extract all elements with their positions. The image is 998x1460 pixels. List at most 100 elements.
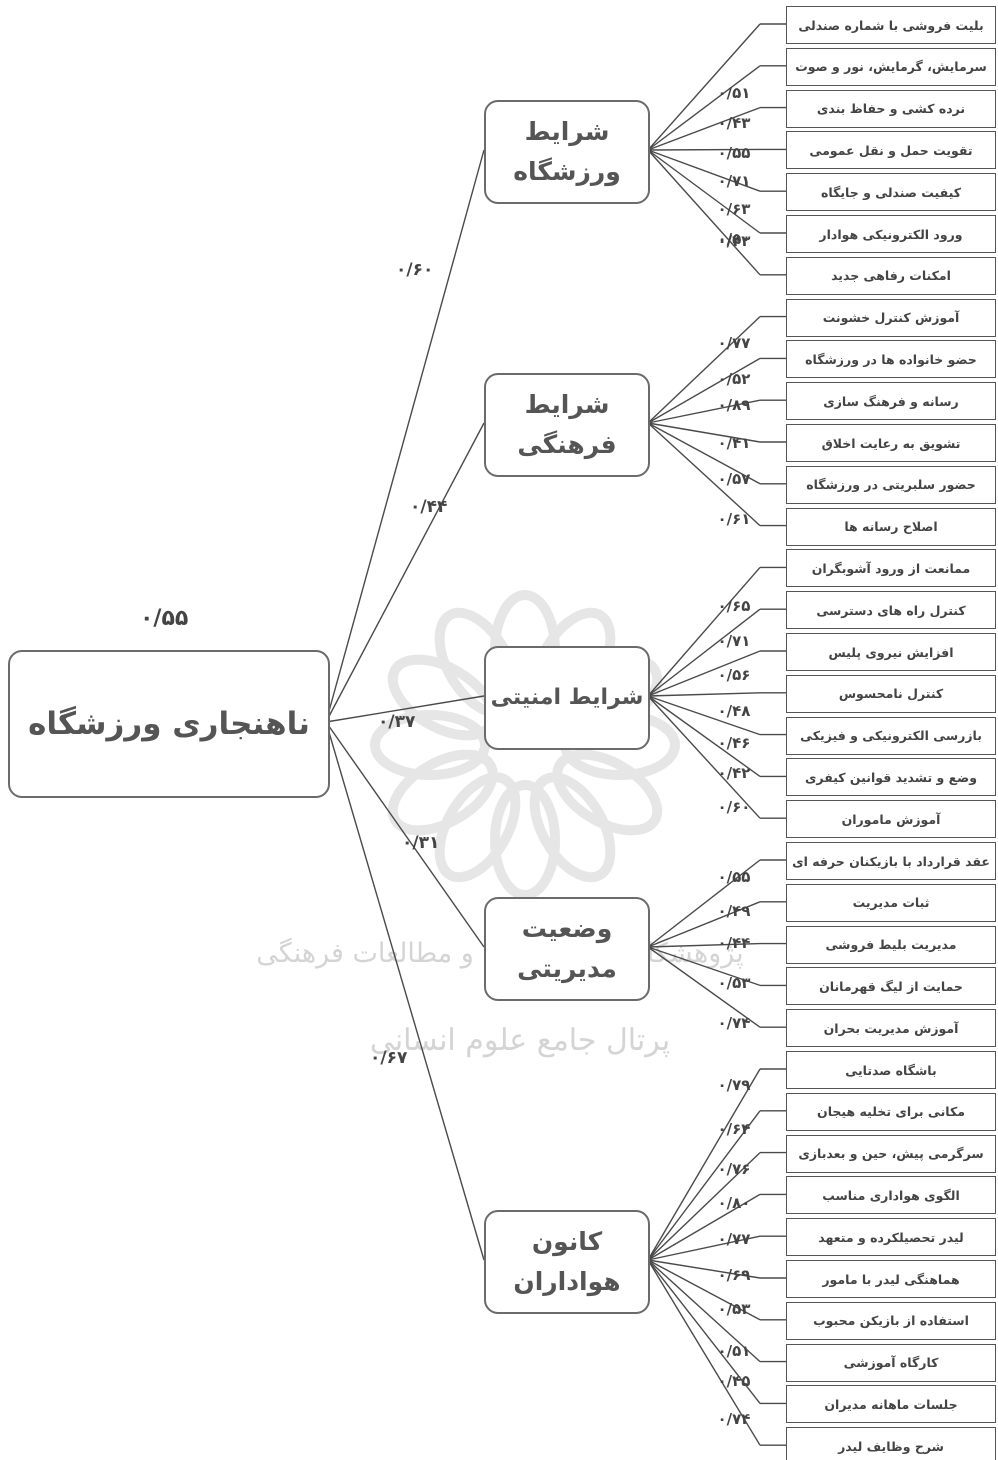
leaf-value: ۰/۵۶	[717, 666, 751, 684]
leaf-node: حمایت از لیگ قهرمانان	[786, 967, 996, 1006]
leaf-value: ۰/۸۰	[717, 1194, 751, 1212]
leaf-connector	[647, 1152, 761, 1261]
leaf-connector	[647, 65, 761, 151]
leaf-connector	[647, 1259, 761, 1404]
leaf-value: ۰/۴۳	[717, 232, 751, 250]
leaf-node: مکانی برای تخلیه هیجان	[786, 1092, 996, 1131]
leaf-connector	[647, 422, 761, 527]
leaf-value: ۰/۷۶	[717, 1160, 751, 1178]
leaf-connector	[647, 399, 761, 424]
leaf-node: کارگاه آموزشی	[786, 1343, 996, 1382]
leaf-value: ۰/۵۳	[717, 1300, 751, 1318]
root-value: ۰/۵۵	[140, 606, 189, 631]
leaf-value: ۰/۴۲	[717, 764, 751, 782]
category-value-security: ۰/۳۷	[378, 712, 416, 732]
leaf-node: بلیت فروشی با شماره صندلی	[786, 6, 996, 44]
root-connector	[325, 721, 485, 1261]
leaf-value: ۰/۵۵	[717, 868, 751, 886]
leaf-value: ۰/۷۴	[717, 1014, 751, 1032]
leaf-node: ورود الکترونیکی هوادار	[786, 215, 996, 253]
leaf-connector	[647, 695, 761, 736]
leaf-value: ۰/۴۳	[717, 114, 751, 132]
root-connector	[325, 695, 485, 723]
leaf-value: ۰/۶۴	[717, 1120, 751, 1138]
leaf-node: شرح وظایف لیدر	[786, 1427, 996, 1460]
leaf-connector	[647, 1259, 761, 1363]
leaf-node: کیفیت صندلی و جایگاه	[786, 173, 996, 212]
leaf-value: ۰/۴۱	[717, 434, 751, 452]
leaf-value: ۰/۸۹	[717, 396, 751, 414]
leaf-connector	[647, 650, 761, 697]
leaf-node: استفاده از بازیکن محبوب	[786, 1301, 996, 1340]
leaf-node: الگوی هواداری مناسب	[786, 1176, 996, 1215]
leaf-connector	[647, 149, 761, 234]
leaf-value: ۰/۶۱	[717, 510, 751, 528]
leaf-node: اصلاح رسانه ها	[786, 507, 996, 546]
leaf-node: مدیریت بلیط فروشی	[786, 925, 996, 964]
leaf-connector	[647, 608, 761, 697]
leaf-node: سرمایش، گرمایش، نور و صوت	[786, 47, 996, 86]
leaf-node: سرگرمی پیش، حین و بعدبازی	[786, 1134, 996, 1173]
leaf-connector	[647, 1259, 761, 1279]
category-node-cultural: شرایط فرهنگی	[484, 373, 650, 477]
leaf-connector	[647, 149, 761, 192]
leaf-value: ۰/۵۵	[717, 144, 751, 162]
leaf-connector	[647, 1259, 761, 1321]
leaf-connector	[647, 1110, 761, 1261]
leaf-node: ثبات مدیریت	[786, 883, 996, 922]
leaf-connector	[647, 1259, 761, 1446]
leaf-connector	[647, 422, 761, 485]
leaf-connector	[647, 1193, 761, 1261]
leaf-connector	[647, 901, 761, 948]
leaf-value: ۰/۷۱	[717, 632, 751, 650]
leaf-connector	[647, 946, 761, 987]
leaf-node: باشگاه صدتایی	[786, 1051, 996, 1089]
leaf-node: آموزش کنترل خشونت	[786, 298, 996, 337]
leaf-connector	[647, 566, 761, 697]
leaf-value: ۰/۴۵	[717, 1372, 751, 1390]
leaf-node: تشویق به رعایت اخلاق	[786, 424, 996, 462]
root-node: ناهنجاری ورزشگاه	[8, 650, 330, 798]
leaf-value: ۰/۵۱	[717, 1342, 751, 1360]
leaf-connector	[647, 695, 761, 819]
root-connector	[325, 149, 485, 723]
leaf-value: ۰/۶۰	[717, 798, 751, 816]
leaf-node: جلسات ماهانه مدیران	[786, 1385, 996, 1424]
leaf-node: امکنات رفاهی جدید	[786, 256, 996, 295]
category-value-fans: ۰/۶۷	[370, 1048, 408, 1068]
leaf-connector	[647, 23, 761, 151]
leaf-node: وضع و تشدید قوانین کیفری	[786, 758, 996, 797]
leaf-connector	[647, 148, 761, 151]
leaf-connector	[647, 1068, 761, 1261]
leaf-value: ۰/۷۱	[717, 172, 751, 190]
leaf-value: ۰/۶۵	[717, 597, 751, 615]
category-node-fans: کانون هواداران	[484, 1210, 650, 1314]
leaf-value: ۰/۵۷	[717, 470, 751, 488]
leaf-connector	[647, 357, 761, 424]
leaf-connector	[647, 316, 761, 424]
category-value-stadium: ۰/۶۰	[396, 260, 434, 280]
category-value-management: ۰/۳۱	[402, 833, 440, 853]
leaf-value: ۰/۵۱	[717, 84, 751, 102]
leaf-node: عقد قرارداد با بازیکنان حرفه ای	[786, 842, 996, 880]
leaf-connector	[647, 149, 761, 276]
leaf-value: ۰/۷۴	[717, 1410, 751, 1428]
leaf-node: حضو خانواده ها در ورزشگاه	[786, 340, 996, 379]
leaf-connector	[647, 106, 761, 151]
leaf-node: آموزش ماموران	[786, 800, 996, 839]
leaf-connector	[647, 692, 761, 697]
category-node-stadium: شرایط ورزشگاه	[484, 100, 650, 204]
leaf-value: ۰/۵۲	[717, 370, 751, 388]
category-value-cultural: ۰/۴۴	[410, 497, 448, 517]
leaf-value: ۰/۷۷	[717, 334, 751, 352]
leaf-connector	[647, 942, 761, 948]
leaf-value: ۰/۷۹	[717, 1076, 751, 1094]
leaf-connector	[647, 859, 761, 948]
leaf-node: رسانه و فرهنگ سازی	[786, 382, 996, 421]
leaf-connector	[647, 946, 761, 1028]
leaf-node: بازرسی الکترونیکی و فیزیکی	[786, 716, 996, 755]
leaf-value: ۰/۴۸	[717, 702, 751, 720]
leaf-node: هماهنگی لیدر با مامور	[786, 1260, 996, 1298]
leaf-value: ۰/۴۴	[717, 934, 751, 952]
